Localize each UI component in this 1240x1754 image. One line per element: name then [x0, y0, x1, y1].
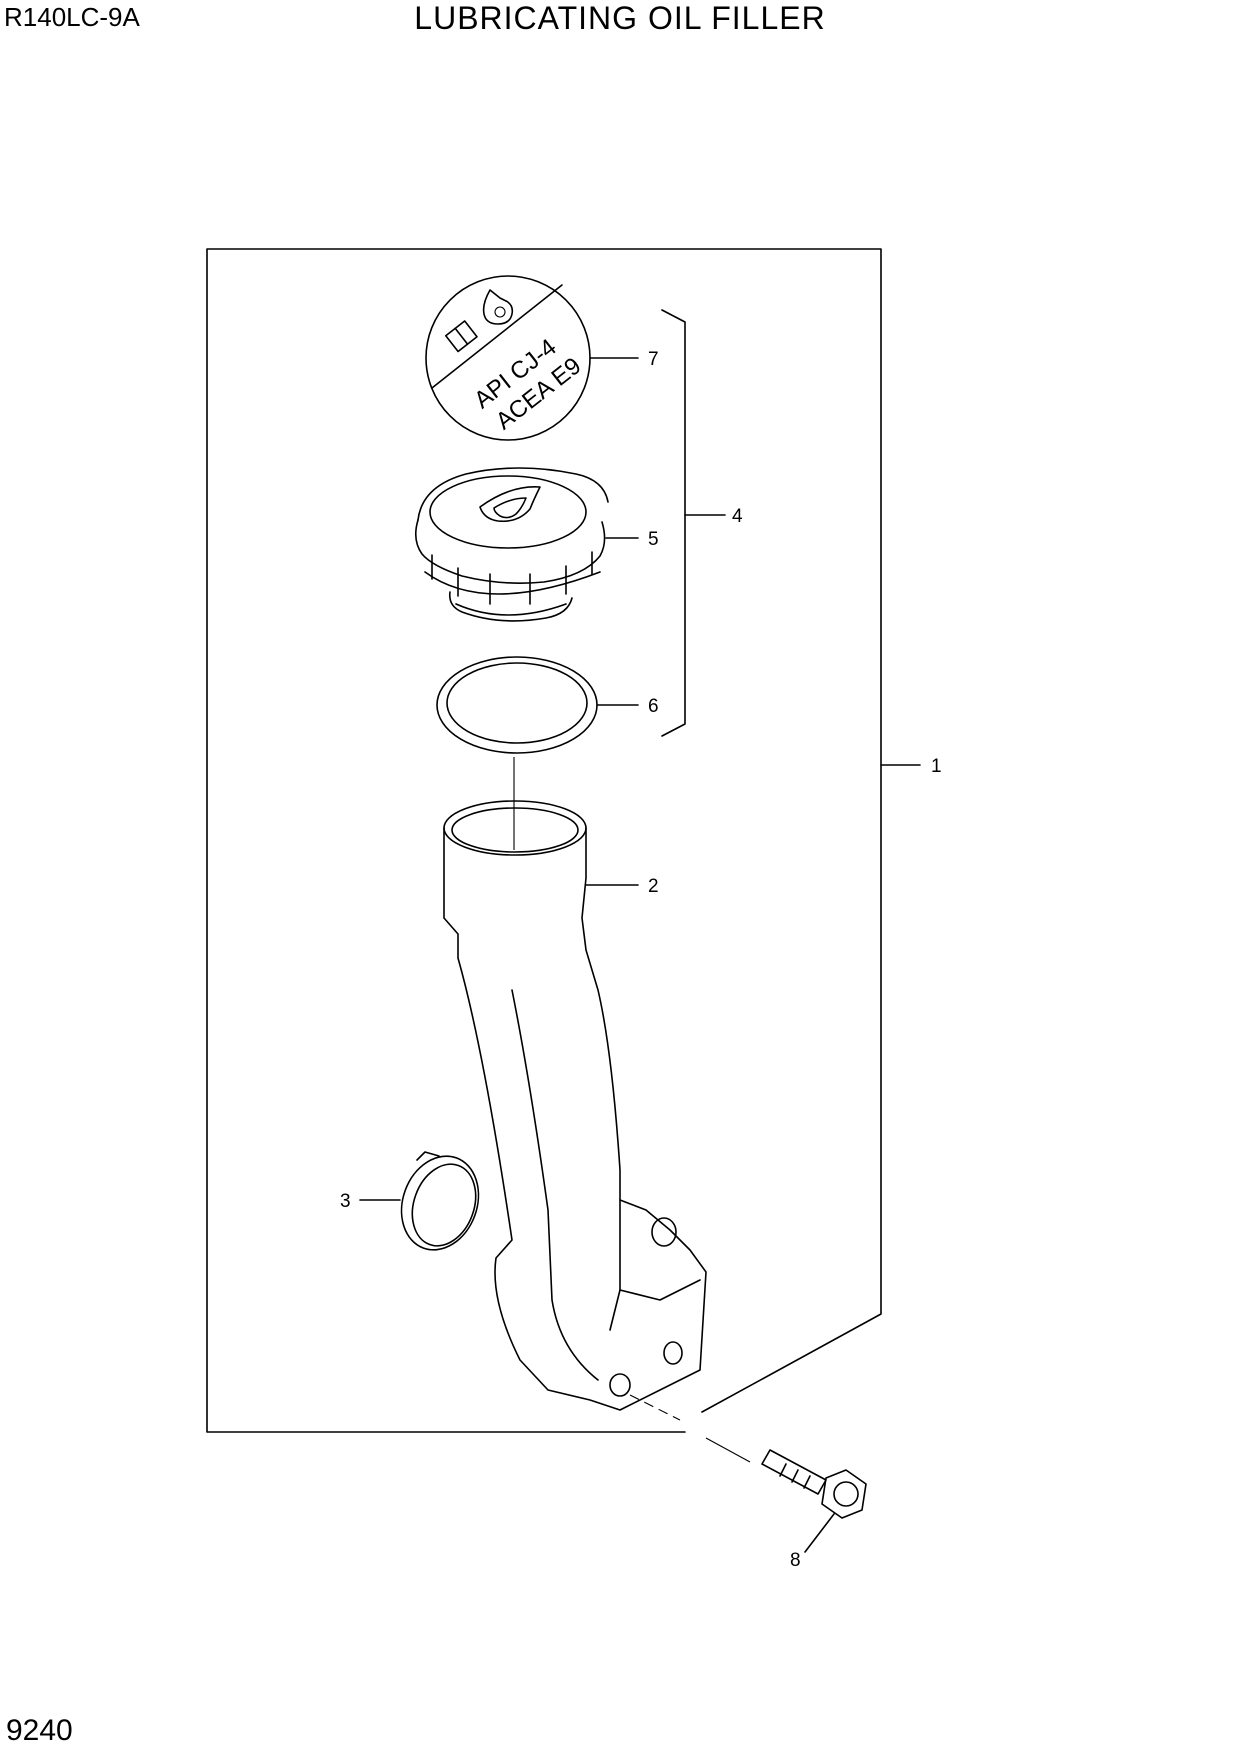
callout-3: 3: [340, 1191, 351, 1212]
group-4-bracket: [661, 309, 726, 737]
assembly-frame: [206, 248, 921, 1433]
o-ring: [436, 656, 639, 754]
page-number: 9240: [6, 1714, 73, 1747]
manual-book-icon: [444, 320, 478, 353]
model-code: R140LC-9A: [4, 2, 140, 32]
filler-cap: [414, 467, 639, 622]
hose-clamp: [359, 1151, 480, 1251]
mounting-bolt: [629, 1394, 867, 1553]
callout-6: 6: [648, 696, 659, 717]
filler-tube: [443, 800, 707, 1411]
callout-5: 5: [648, 529, 659, 550]
callout-8: 8: [790, 1550, 801, 1571]
page-title: LUBRICATING OIL FILLER: [414, 0, 826, 36]
oil-spec-decal: API CJ-4 ACEA E9: [425, 275, 639, 441]
callout-2: 2: [648, 876, 659, 897]
oil-drop-icon: [482, 289, 514, 325]
callout-7: 7: [648, 349, 659, 370]
callout-1: 1: [931, 756, 942, 777]
callout-4: 4: [732, 506, 743, 527]
